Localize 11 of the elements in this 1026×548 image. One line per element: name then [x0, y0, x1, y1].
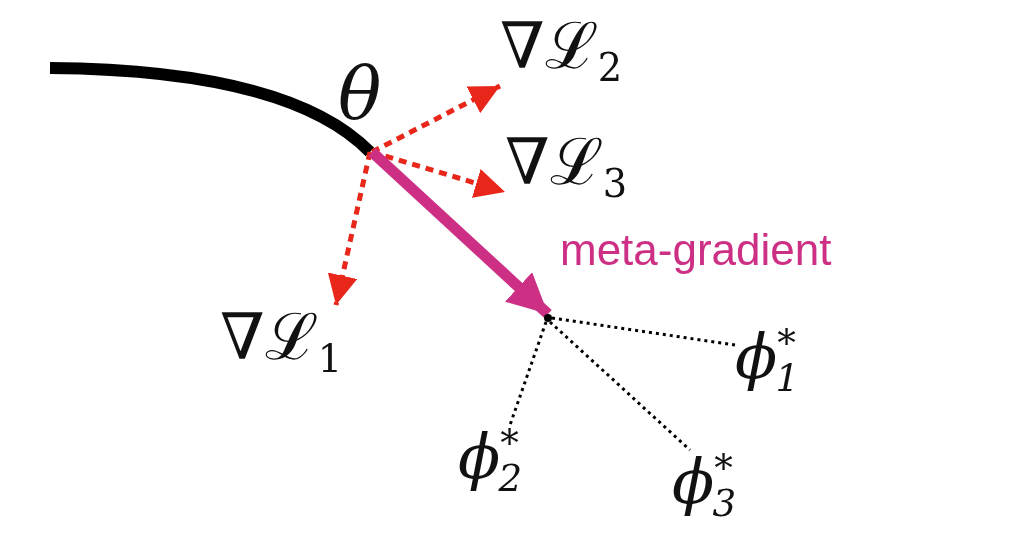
- dotted-line: [508, 321, 548, 426]
- parameter-symbol: θ: [338, 58, 382, 130]
- gradient-symbol: ∇ℒ$_{2}$: [500, 14, 623, 88]
- arrow: [368, 147, 552, 319]
- meeting-point: [544, 314, 552, 322]
- dotted-line: [549, 320, 691, 452]
- dotted-line: [551, 316, 736, 347]
- curve: [49, 62, 375, 157]
- gradient-symbol: ∇ℒ$_{3}$: [505, 130, 628, 204]
- gradient-symbol: ∇ℒ$_{1}$: [220, 305, 343, 379]
- arrow: [327, 151, 373, 306]
